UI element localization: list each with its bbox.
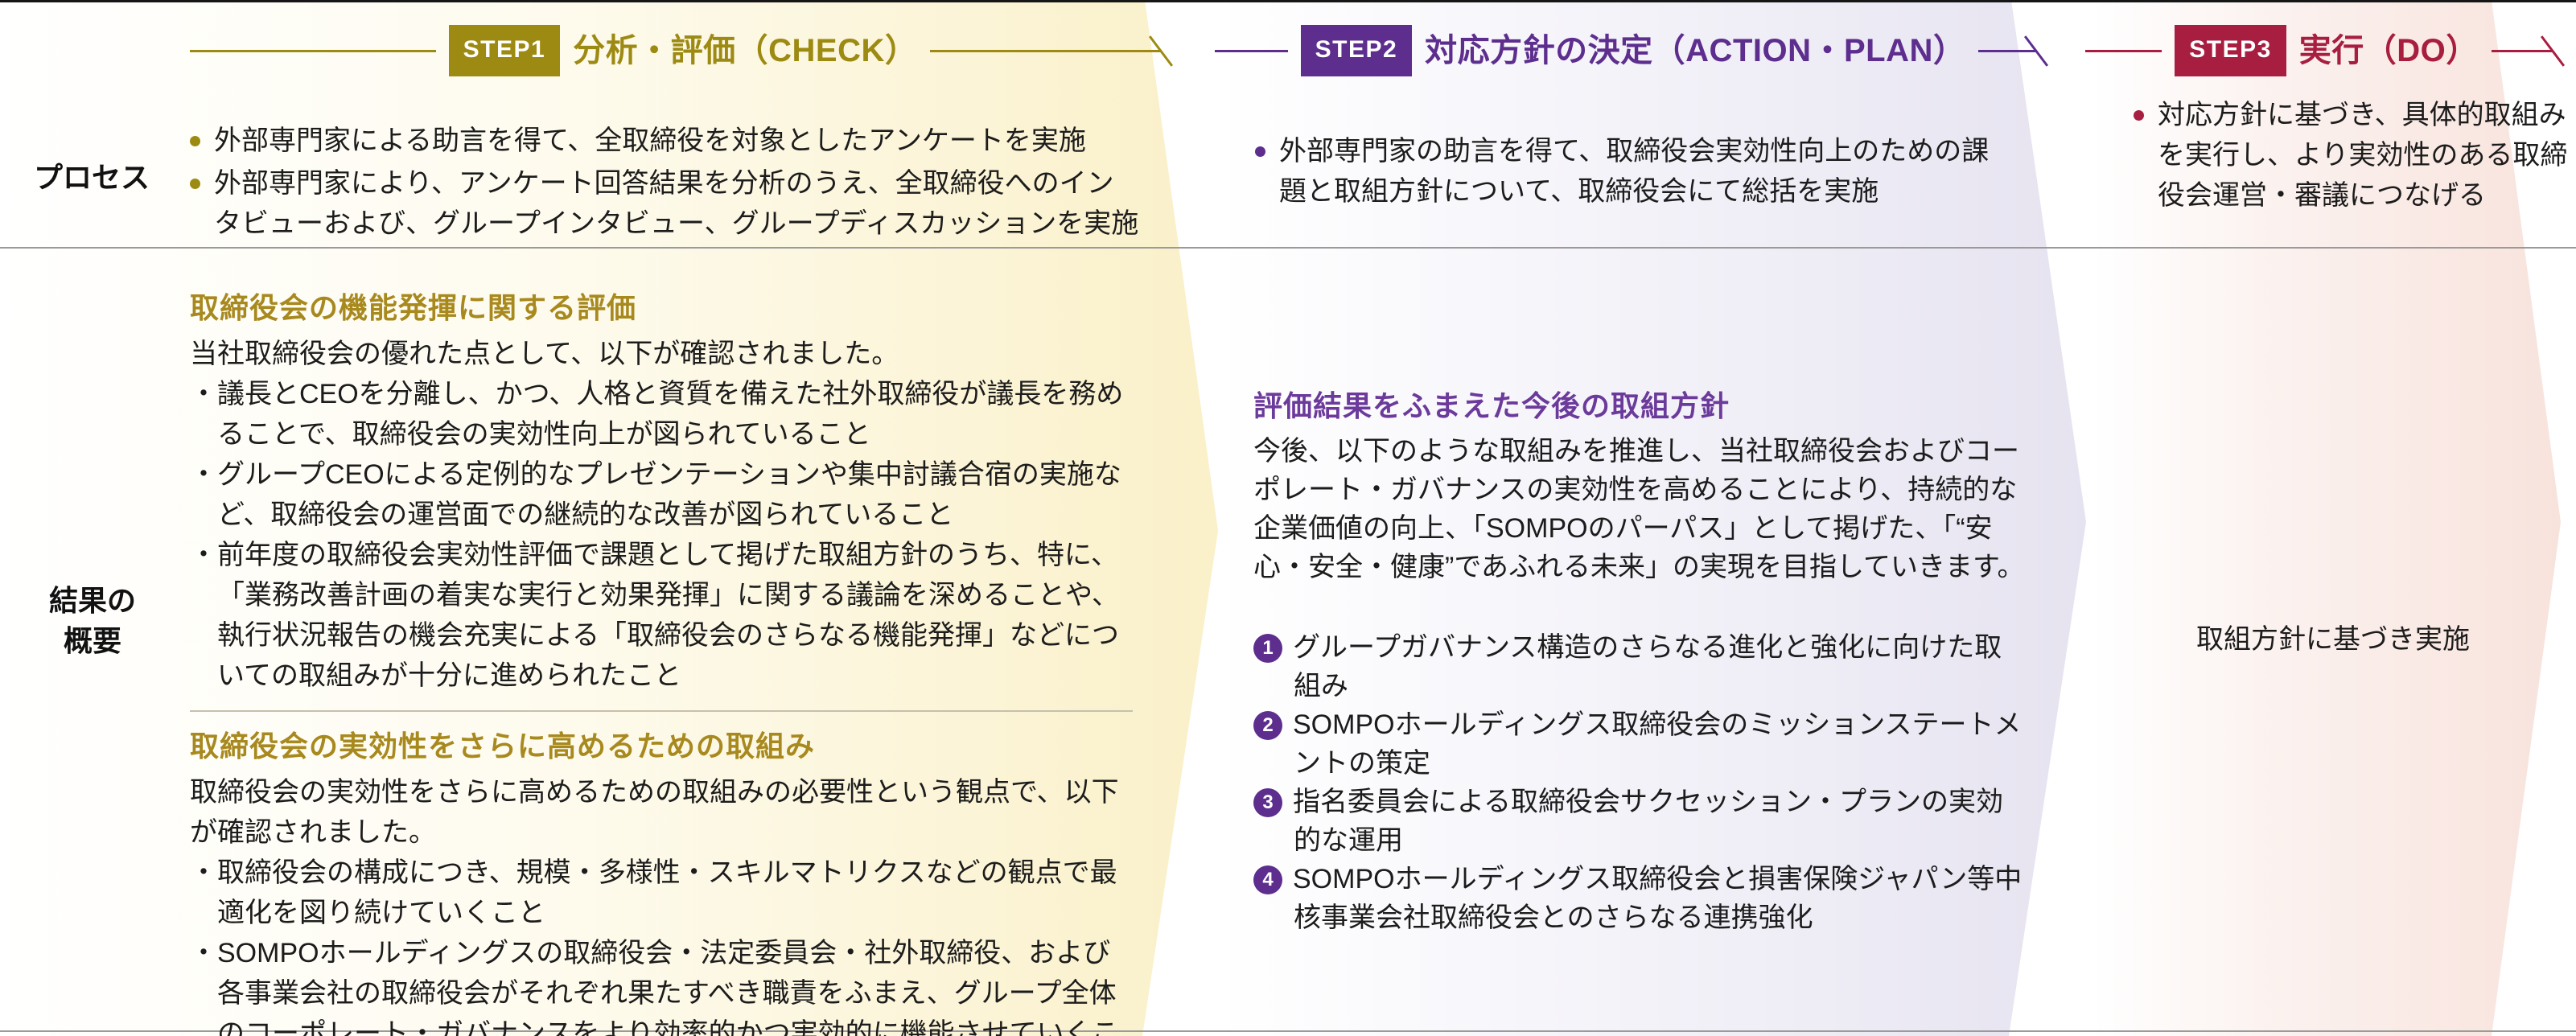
number-4-circle-icon: 4 xyxy=(1253,865,1282,894)
list-item: 外部専門家により、アンケート回答結果を分析のうえ、全取締役へのインタビューおよび… xyxy=(190,163,1139,244)
process-row-label: プロセス xyxy=(34,161,150,194)
numbered-item-text: SOMPOホールディングス取締役会のミッションステートメントの策定 xyxy=(1293,709,2022,779)
process-step3-item-1: 対応方針に基づき、具体的取組みを実行し、より実効性のある取締役会運営・審議につな… xyxy=(2158,100,2568,211)
list-item: 2 SOMPOホールディングス取締役会のミッションステートメントの策定 xyxy=(1253,705,2026,783)
results-step1-block1-intro: 当社取締役会の優れた点として、以下が確認されました。 xyxy=(190,339,899,369)
results-step2-heading: 評価結果をふまえた今後の取組方針 xyxy=(1253,389,1730,423)
list-item: 3 指名委員会による取締役会サクセッション・プランの実効的な運用 xyxy=(1253,783,2026,860)
result-row-label-line1: 結果の xyxy=(48,584,136,617)
result-row-label: 結果の 概要 xyxy=(24,581,161,661)
top-border-line xyxy=(0,0,2576,2)
bullet-dot-icon xyxy=(1255,146,1265,157)
step3-leading-line xyxy=(2085,49,2162,52)
list-item: ・グループCEOによる定例的なプレゼンテーションや集中討議合宿の実施など、取締役… xyxy=(190,459,1121,530)
results-step2-intro: 今後、以下のような取組みを推進し、当社取締役会およびコーポレート・ガバナンスの実… xyxy=(1253,436,2025,582)
step2-arrow-icon xyxy=(1978,31,2051,70)
results-step1-block2-intro: 取締役会の実効性をさらに高めるための取組みの必要性という観点で、以下が確認されま… xyxy=(190,777,1119,848)
numbered-item-text: 指名委員会による取締役会サクセッション・プランの実効的な運用 xyxy=(1293,787,2003,856)
step2-arrow-line xyxy=(1978,50,2038,52)
process-step2-item-1: 外部専門家の助言を得て、取締役会実効性向上のための課題と取組方針について、取締役… xyxy=(1279,136,1990,207)
row-divider-line xyxy=(0,247,2576,249)
step2-badge: STEP2 xyxy=(1300,25,1413,76)
step2-leading-line xyxy=(1215,49,1288,52)
step3-arrow-line xyxy=(2491,50,2554,52)
number-3-circle-icon: 3 xyxy=(1253,788,1282,817)
list-item: ・前年度の取締役会実効性評価で課題として掲げた取組方針のうち、特に、「業務改善計… xyxy=(190,540,1119,691)
process-step3-column: 対応方針に基づき、具体的取組みを実行し、より実効性のある取締役会運営・審議につな… xyxy=(2134,95,2574,218)
bullet-dot-icon xyxy=(190,136,200,146)
results-step3-text: 取組方針に基づき実施 xyxy=(2196,624,2470,655)
step1-chevron-band xyxy=(0,0,1218,1036)
process-step2-column: 外部専門家の助言を得て、取締役会実効性向上のための課題と取組方針について、取締役… xyxy=(1255,131,2016,214)
step3-badge: STEP3 xyxy=(2175,25,2286,76)
step3-arrow-icon xyxy=(2491,31,2568,70)
bullet-dot-icon xyxy=(2134,110,2144,121)
step1-header: STEP1 分析・評価（CHECK） xyxy=(190,25,1176,76)
results-step2-column: 評価結果をふまえた今後の取組方針 今後、以下のような取組みを推進し、当社取締役会… xyxy=(1253,388,2026,937)
number-1-circle-icon: 1 xyxy=(1253,634,1282,663)
results-step1-column: 取締役会の機能発揮に関する評価 当社取締役会の優れた点として、以下が確認されまし… xyxy=(190,290,1133,1036)
block-divider-line xyxy=(190,710,1133,712)
results-step3-column: 取組方針に基づき実施 xyxy=(2108,619,2558,660)
results-step1-block1-heading: 取締役会の機能発揮に関する評価 xyxy=(190,291,637,325)
list-item: ・取締役会の構成につき、規模・多様性・スキルマトリクスなどの観点で最適化を図り続… xyxy=(190,857,1117,928)
step3-chevron-band xyxy=(2092,0,2561,1036)
step2-chevron-band xyxy=(1219,0,2086,1036)
numbered-item-text: グループガバナンス構造のさらなる進化と強化に向けた取組み xyxy=(1293,632,2002,701)
list-item: 対応方針に基づき、具体的取組みを実行し、より実効性のある取締役会運営・審議につな… xyxy=(2134,95,2574,216)
step1-arrow-icon xyxy=(930,31,1176,70)
list-item: ・議長とCEOを分離し、かつ、人格と資質を備えた社外取締役が議長を務めることで、… xyxy=(190,379,1124,450)
process-step1-column: 外部専門家による助言を得て、全取締役を対象としたアンケートを実施 外部専門家によ… xyxy=(190,121,1139,246)
step1-title: 分析・評価（CHECK） xyxy=(573,33,918,68)
process-step1-item-2: 外部専門家により、アンケート回答結果を分析のうえ、全取締役へのインタビューおよび… xyxy=(214,168,1139,239)
step3-title: 実行（DO） xyxy=(2298,33,2479,68)
step1-badge: STEP1 xyxy=(448,25,561,76)
list-item: 外部専門家による助言を得て、全取締役を対象としたアンケートを実施 xyxy=(190,121,1139,161)
list-item: 1 グループガバナンス構造のさらなる進化と強化に向けた取組み xyxy=(1253,628,2026,705)
bullet-dot-icon xyxy=(190,179,200,189)
list-item: 外部専門家の助言を得て、取締役会実効性向上のための課題と取組方針について、取締役… xyxy=(1255,131,2016,212)
result-row-label-line2: 概要 xyxy=(63,624,121,657)
process-step1-item-1: 外部専門家による助言を得て、全取締役を対象としたアンケートを実施 xyxy=(214,125,1086,156)
numbered-item-text: SOMPOホールディングス取締役会と損害保険ジャパン等中核事業会社取締役会とのさ… xyxy=(1293,864,2023,933)
results-step1-block2-heading: 取締役会の実効性をさらに高めるための取組み xyxy=(190,730,816,763)
step2-title: 対応方針の決定（ACTION・PLAN） xyxy=(1425,33,1966,68)
step3-header: STEP3 実行（DO） xyxy=(2085,25,2568,76)
bottom-border-line xyxy=(0,1030,2576,1032)
step1-arrow-line xyxy=(930,50,1162,52)
list-item: ・SOMPOホールディングスの取締役会・法定委員会・社外取締役、および各事業会社… xyxy=(190,938,1119,1036)
number-2-circle-icon: 2 xyxy=(1253,711,1282,740)
step1-leading-line xyxy=(190,49,436,52)
list-item: 4 SOMPOホールディングス取締役会と損害保険ジャパン等中核事業会社取締役会との… xyxy=(1253,860,2026,937)
step2-header: STEP2 対応方針の決定（ACTION・PLAN） xyxy=(1215,25,2051,76)
